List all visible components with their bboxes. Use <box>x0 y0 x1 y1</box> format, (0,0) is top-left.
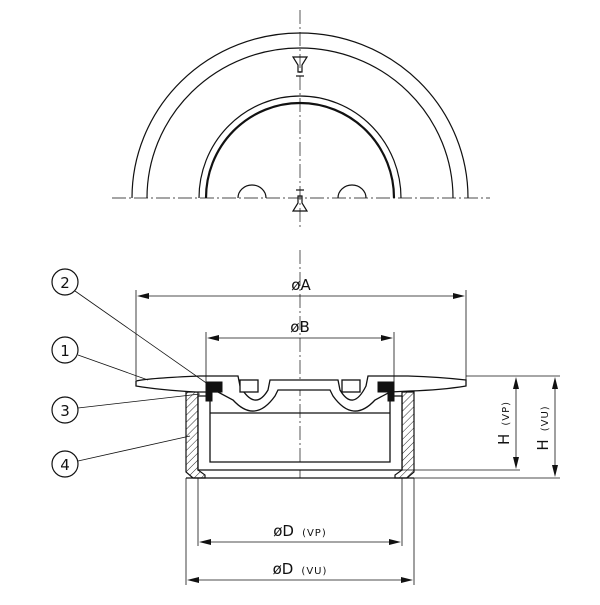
part-2-gasket-right <box>377 381 395 393</box>
right-rib <box>341 379 361 393</box>
dim-label-h-vu: H <box>534 439 552 450</box>
dim-phi-a: øA <box>137 276 465 299</box>
dim-h-vu: H (VU) <box>533 377 558 477</box>
outer-rim-arc <box>131 32 469 199</box>
callout-label-2: 2 <box>60 274 70 292</box>
lower-seal-right <box>387 392 395 402</box>
inner-opening-edge-arc <box>204 101 396 199</box>
dim-label-phi-d-vu: øD <box>273 560 294 578</box>
part-2-gasket-left <box>205 381 223 393</box>
dim-label-phi-d-vu-group: øD (VU) <box>273 559 328 578</box>
dim-label-phi-b: øB <box>290 318 309 336</box>
top-view <box>112 10 490 230</box>
inner-opening-arc <box>198 95 402 199</box>
section-view: øA øB øD (VP) øD (VU) <box>51 250 560 585</box>
dim-phi-d-vu: øD (VU) <box>187 559 413 583</box>
left-rib <box>239 379 259 393</box>
dim-label-phi-d-vp: øD <box>273 522 294 540</box>
dim-label-phi-d-vu-sub: (VU) <box>301 566 327 577</box>
left-drain-slot <box>237 184 267 199</box>
dim-label-phi-a: øA <box>291 276 311 294</box>
top-marker-icon <box>291 56 309 77</box>
callout-label-4: 4 <box>60 456 70 474</box>
callout-1: 1 <box>51 336 149 381</box>
dim-h-vp: H (VP) <box>494 377 519 469</box>
callout-label-1: 1 <box>60 342 70 360</box>
dim-label-phi-d-vp-group: øD (VP) <box>273 521 327 540</box>
lower-seal-left <box>205 392 213 402</box>
dim-label-h-vp: H <box>495 434 513 445</box>
dim-label-h-vu-group: H (VU) <box>533 405 552 450</box>
callout-4: 4 <box>51 435 191 478</box>
dim-phi-d-vp: øD (VP) <box>199 521 401 545</box>
bottom-marker-icon <box>291 189 309 212</box>
dim-label-h-vu-sub: (VU) <box>540 405 551 431</box>
callout-2: 2 <box>51 268 213 388</box>
dim-phi-b: øB <box>207 318 393 341</box>
outer-rim-inner-arc <box>146 47 454 199</box>
dim-label-h-vp-sub: (VP) <box>501 401 512 426</box>
callout-label-3: 3 <box>60 402 70 420</box>
right-drain-slot <box>337 184 367 199</box>
callout-3: 3 <box>51 393 201 424</box>
dim-label-h-vp-group: H (VP) <box>494 401 513 445</box>
dim-label-phi-d-vp-sub: (VP) <box>302 528 327 539</box>
